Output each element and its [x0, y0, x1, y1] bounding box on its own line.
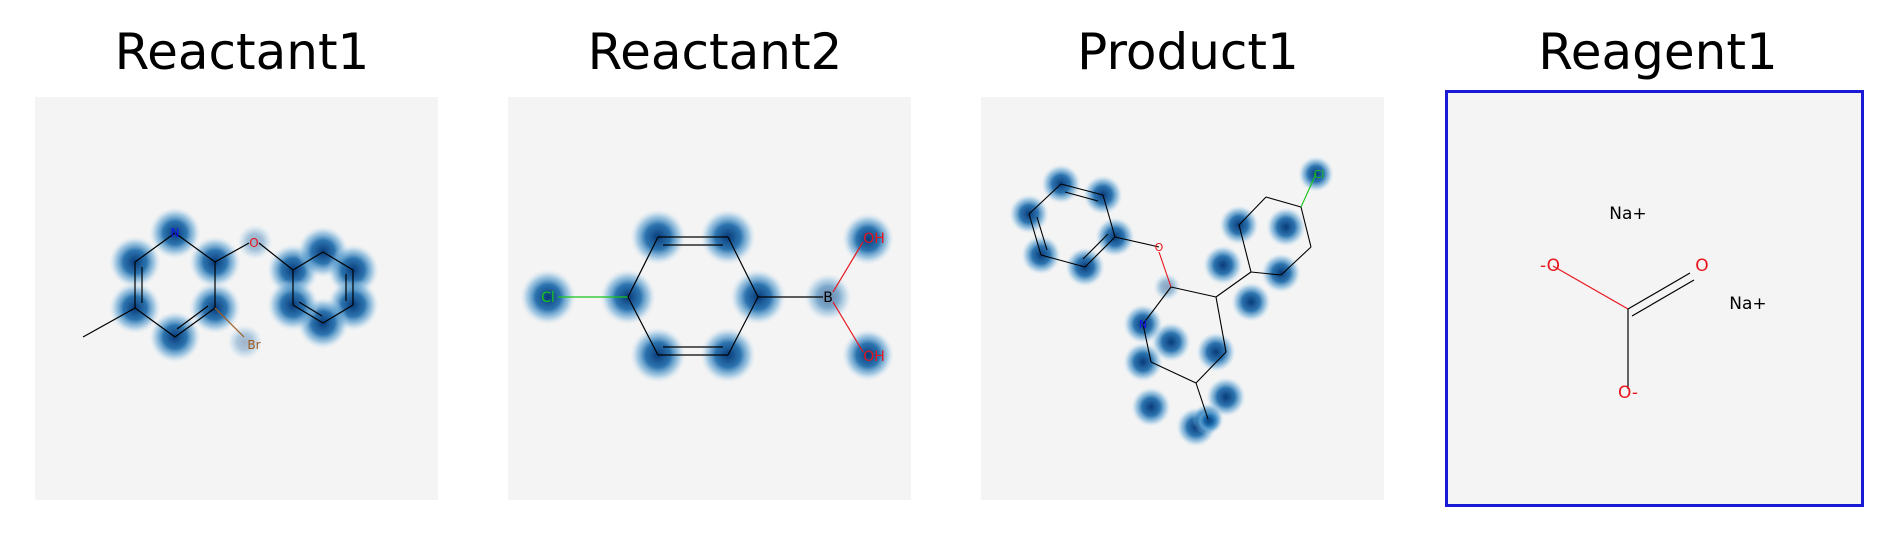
reagent1-atom-o-right: O [1695, 256, 1708, 276]
reactant1-panel: Reactant1 [32, 0, 452, 550]
product1-title: Product1 [1077, 23, 1299, 81]
reactant2-panel: Reactant2 [505, 0, 925, 550]
reactant2-highlights [520, 209, 894, 383]
reactant2-structure: Cl B OH OH [508, 97, 911, 500]
product1-highlights [1009, 156, 1334, 447]
product1-atom-cl: Cl [1314, 168, 1325, 181]
reagent1-panel: Reagent1 Na+ -O O O- Na+ [1445, 0, 1868, 550]
reactant2-atom-b: B [823, 290, 833, 306]
product1-structure: N O Cl [981, 97, 1384, 500]
reagent1-title: Reagent1 [1538, 23, 1778, 81]
reactant2-atom-oh-bottom: OH [863, 349, 885, 365]
product1-atom-o: O [1155, 241, 1164, 254]
reagent1-atom-na-top: Na+ [1609, 204, 1646, 224]
reactant1-title: Reactant1 [114, 23, 370, 81]
product1-atom-n: N [1139, 318, 1147, 331]
reactant2-title: Reactant2 [587, 23, 843, 81]
reactant1-structure: N O Br [35, 97, 438, 500]
reactant1-highlights [109, 207, 379, 363]
product1-panel: Product1 [978, 0, 1398, 550]
reagent1-structure: Na+ -O O O- Na+ [1445, 90, 1864, 507]
reactant1-atom-o: O [249, 236, 258, 250]
reactant1-atom-n: N [171, 226, 180, 240]
reagent1-atom-na-right: Na+ [1729, 294, 1766, 314]
reactant2-atom-oh-top: OH [863, 231, 885, 247]
reagent1-atom-o-left: -O [1540, 256, 1560, 276]
reagent1-atom-o-bottom: O- [1618, 383, 1638, 403]
reactant1-atom-br: Br [247, 338, 260, 352]
reactant2-atom-cl: Cl [541, 290, 555, 306]
